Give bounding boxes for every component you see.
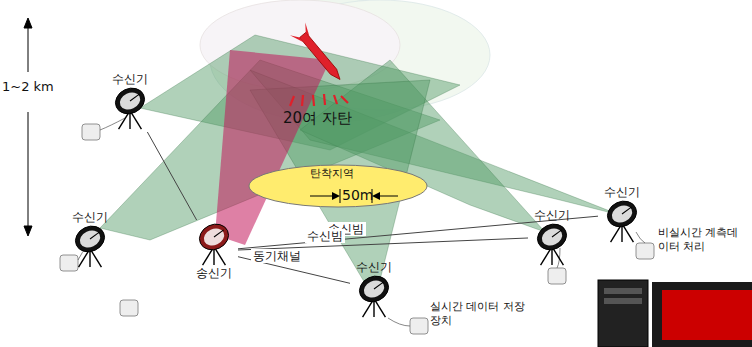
submunition-note: 20여 자탄 — [283, 111, 352, 125]
device-label: 수신기 — [72, 210, 108, 224]
dish-antenna — [108, 86, 152, 130]
height-dimension: 1~2 km — [2, 80, 54, 94]
dimension: 50m — [342, 188, 373, 202]
receiver: 수신기 — [352, 260, 396, 318]
transmit-beam — [215, 50, 330, 245]
computer — [598, 280, 752, 347]
transmitter: 송신기 — [192, 222, 236, 280]
dish-antenna — [600, 199, 644, 243]
dish-antenna — [192, 222, 236, 266]
dish-antenna — [68, 224, 112, 268]
link-label: 동기채널 — [251, 249, 303, 263]
receive-beam — [100, 35, 620, 300]
dimension-arrow — [24, 18, 32, 236]
device-label: 송신기 — [196, 266, 232, 280]
area-name: 탄착지역 — [310, 167, 354, 181]
device-label: 수신기 — [534, 208, 570, 222]
receiver: 수신기 — [600, 185, 644, 243]
device-label: 수신기 — [604, 185, 640, 199]
receiver: 수신기 — [68, 210, 112, 268]
impact-area: 탄착지역 50m — [248, 164, 428, 208]
storage-device — [60, 124, 654, 334]
dish-antenna — [530, 222, 574, 266]
missile — [290, 22, 348, 85]
link-line — [147, 132, 196, 220]
link-label: 수신빔 — [305, 229, 345, 243]
cable — [78, 118, 645, 326]
processing-note: 비실시간 계측데이터 처리 — [658, 226, 748, 254]
device-label: 수신기 — [112, 72, 148, 86]
storage-note: 실시간 데이터 저장장치 — [430, 300, 525, 328]
dish-antenna — [352, 274, 396, 318]
device-label: 수신기 — [356, 260, 392, 274]
receiver: 수신기 — [530, 208, 574, 266]
receiver: 수신기 — [108, 72, 152, 130]
submunitions — [290, 94, 348, 106]
